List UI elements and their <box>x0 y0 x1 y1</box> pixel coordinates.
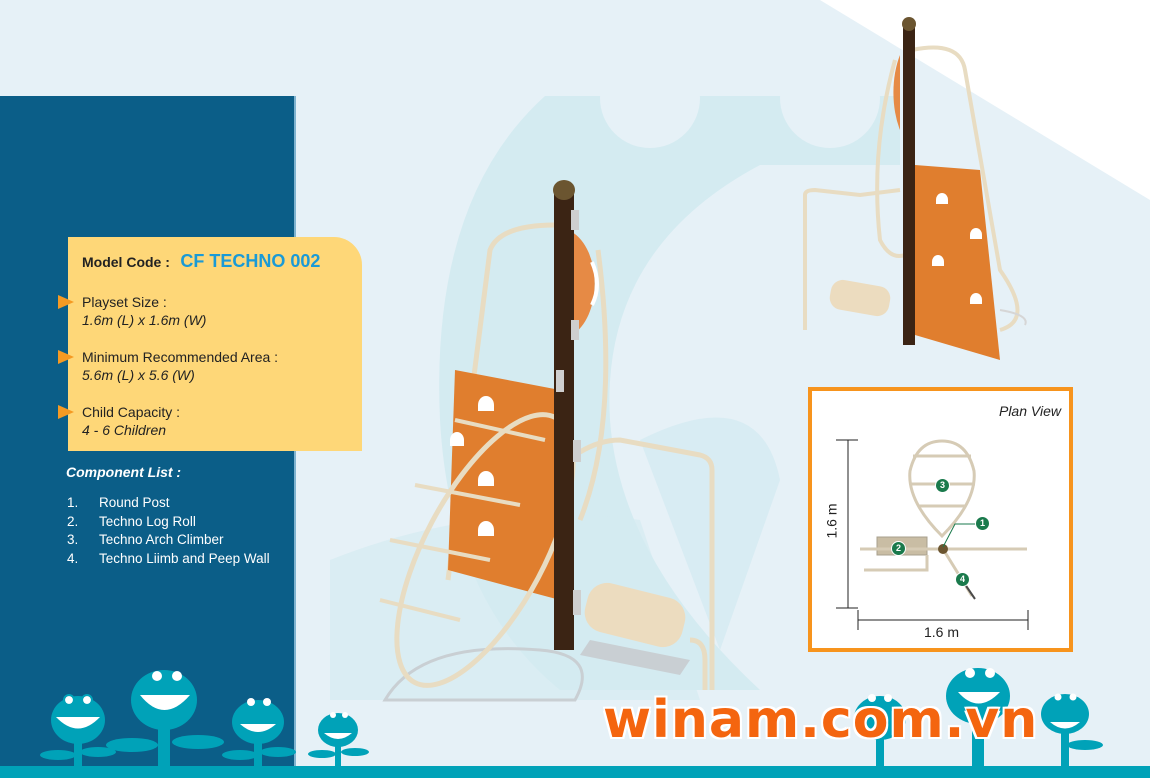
brand-watermark: winam.com.vn <box>603 690 1039 750</box>
marker-1: 1 <box>975 516 990 531</box>
model-code-value: CF TECHNO 002 <box>180 251 321 271</box>
component-number: 1. <box>67 495 79 510</box>
marker-2: 2 <box>891 541 906 556</box>
spec-value: 5.6m (L) x 5.6 (W) <box>82 367 195 383</box>
bottom-bar <box>0 766 1150 778</box>
plan-view-title: Plan View <box>998 403 1061 419</box>
spec-playset-size: Playset Size : 1.6m (L) x 1.6m (W) <box>58 293 207 329</box>
spec-label: Child Capacity : <box>82 404 181 420</box>
arrow-bullet-icon <box>58 350 74 364</box>
model-code-label: Model Code : <box>82 254 170 270</box>
component-list-title: Component List : <box>66 464 182 480</box>
spec-value: 1.6m (L) x 1.6m (W) <box>82 312 207 328</box>
component-item: 4. Techno Liimb and Peep Wall <box>67 550 270 569</box>
spec-label: Minimum Recommended Area : <box>82 349 279 365</box>
plan-view-box: Plan View 1 2 3 4 1.6 m 1.6 m <box>808 387 1073 652</box>
component-name: Techno Log Roll <box>99 513 196 529</box>
marker-3: 3 <box>935 478 950 493</box>
spec-min-area: Minimum Recommended Area : 5.6m (L) x 5.… <box>58 348 279 384</box>
arrow-bullet-icon <box>58 405 74 419</box>
component-name: Round Post <box>99 495 170 510</box>
component-name: Techno Liimb and Peep Wall <box>99 550 270 566</box>
component-item: 1. Round Post <box>67 494 270 513</box>
info-card: Model Code : CF TECHNO 002 Playset Size … <box>58 237 362 451</box>
plan-width-label: 1.6 m <box>924 624 960 640</box>
component-number: 4. <box>67 550 79 566</box>
marker-4: 4 <box>955 572 970 587</box>
component-item: 2. Techno Log Roll <box>67 513 270 532</box>
spec-label: Playset Size : <box>82 294 167 310</box>
component-list: 1. Round Post 2. Techno Log Roll 3. Techno … <box>67 494 270 568</box>
spec-child-capacity: Child Capacity : 4 - 6 Children <box>58 403 181 439</box>
component-item: 3. Techno Arch Climber <box>67 531 270 550</box>
component-number: 3. <box>67 532 79 547</box>
spec-value: 4 - 6 Children <box>82 422 167 438</box>
arrow-bullet-icon <box>58 295 74 309</box>
model-code-row: Model Code : CF TECHNO 002 <box>82 251 320 272</box>
component-name: Techno Arch Climber <box>99 532 224 547</box>
component-number: 2. <box>67 513 79 529</box>
